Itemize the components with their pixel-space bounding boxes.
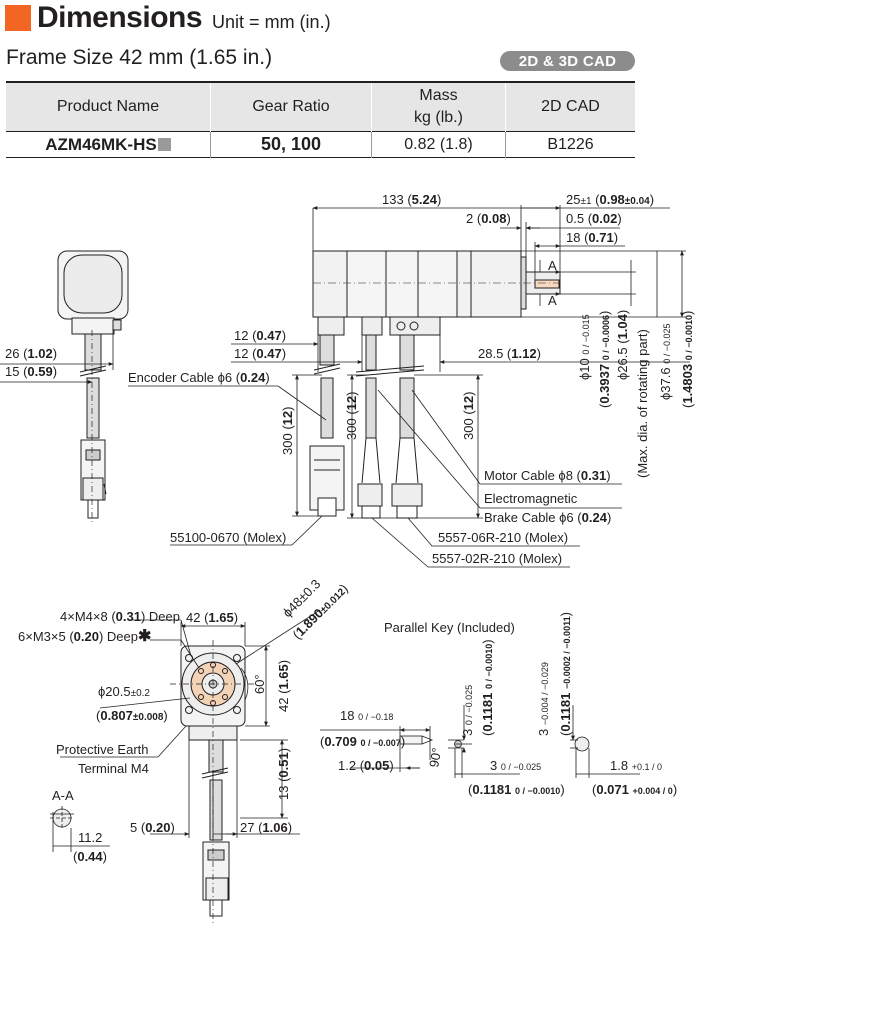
encoder-cable-label: Encoder Cable ϕ6 (0.24) [128,370,270,385]
dim-phi26-5: ϕ26.5 (1.04) [615,310,630,380]
dim-28-5: 28.5 (1.12) [478,346,541,361]
product-name: AZM46MK-HS [45,134,157,154]
max-dia-note: (Max. dia. of rotating part) [635,329,650,478]
motor-side-view [309,250,561,519]
parallel-key-title: Parallel Key (Included) [384,620,515,635]
section-title: Dimensions [37,1,203,34]
cell-gear-ratio: 50, 100 [210,131,372,158]
section-arrows [539,260,561,306]
dim-phi20-5-in: (0.807±0.008) [96,708,168,723]
brake-cable-label-1: Electromagnetic [484,491,578,506]
key-dim-3a-in: (0.1181 0 / −0.0010) [480,639,495,736]
section-mark-a-bottom: A [548,293,557,308]
dim-300-brake: 300 (12) [344,392,359,440]
key-dim-18: 18 0 / −0.18 [340,708,393,723]
key-dim-3b-in: (0.1181 −0.0002 / −0.0011) [558,612,573,736]
cell-cad[interactable]: B1226 [505,131,635,158]
key-angle-90: 90° [426,747,444,769]
connector-5557-06r: 5557-06R-210 (Molex) [438,530,568,545]
section-mark-a-top: A [548,258,557,273]
dim-25: 25±1 (0.98±0.04) [566,192,654,207]
th-2d-cad: 2D CAD [505,82,635,132]
section-a-a-view [50,806,110,852]
key-dim-1-2: 1.2 (0.05) [338,758,394,773]
protective-earth-label: Protective Earth [56,742,149,757]
th-product-name: Product Name [6,82,211,132]
dim-11-2-in: (0.44) [73,849,107,864]
front-view-dims [60,609,321,838]
table-row: AZM46MK-HS 50, 100 0.82 (1.8) B1226 [6,131,635,158]
dim-phi37-6-in: (1.4803 0 / −0.0010) [680,311,695,408]
dim-phi37-6: ϕ37.6 0 / −0.025 [658,323,673,400]
connector-55100: 55100-0670 (Molex) [170,530,286,545]
cable-leaders [128,385,622,568]
cad-download-button[interactable]: 2D & 3D CAD [500,51,635,71]
parallel-key-drawing [320,705,640,778]
dim-0-5: 0.5 (0.02) [566,211,622,226]
dim-42-height: 42 (1.65) [276,660,291,712]
motor-end-view [57,250,129,525]
unit-note: Unit = mm (in.) [212,11,331,32]
dim-26: 26 (1.02) [5,346,57,361]
key-dim-1-8-in: (0.071 +0.004 / 0) [592,782,677,797]
frame-size-heading: Frame Size 42 mm (1.65 in.) [6,46,273,69]
dim-5: 5 (0.20) [130,820,175,835]
dim-12-top: 12 (0.47) [234,328,286,343]
th-mass: Mass kg (lb.) [371,82,506,132]
dim-27: 27 (1.06) [240,820,292,835]
suffix-placeholder-box [157,137,171,151]
terminal-m4-label: Terminal M4 [78,761,149,776]
orange-square-marker [5,5,31,31]
brake-cable-label-2: Brake Cable ϕ6 (0.24) [484,510,611,525]
spec-table: Product Name Gear Ratio Mass kg (lb.) 2D … [6,81,635,158]
dim-11-2: 11.2 [78,830,102,845]
dim-15: 15 (0.59) [5,364,57,379]
tap-4xm4: 4×M4×8 (0.31) Deep [60,609,180,624]
dim-phi20-5: ϕ20.5±0.2 [98,684,150,699]
dim-2: 2 (0.08) [466,211,511,226]
section-header: Dimensions Unit = mm (in.) [5,0,331,36]
tap-6xm3: 6×M3×5 (0.20) Deep✱ [18,628,151,645]
dim-133: 133 (5.24) [382,192,441,207]
key-dim-1-8: 1.8 +0.1 / 0 [610,758,662,773]
dim-300-motor: 300 (12) [461,392,476,440]
key-dim-3c: 3 0 / −0.025 [490,758,541,773]
dim-12-bottom: 12 (0.47) [234,346,286,361]
end-view-dims [0,330,114,384]
key-dim-18-in: (0.709 0 / −0.007) [320,734,405,749]
th-mass-line1: Mass [419,87,458,104]
cell-product: AZM46MK-HS [6,132,211,158]
dim-phi10-in: (0.3937 0 / −0.0006) [597,311,612,408]
dim-13: 13 (0.51) [276,748,291,800]
dim-18: 18 (0.71) [566,230,618,245]
motor-cable-label: Motor Cable ϕ8 (0.31) [484,468,611,483]
key-dim-3a: 3 0 / −0.025 [460,685,475,736]
section-a-a-label: A-A [52,788,74,803]
side-view-dims [231,205,690,519]
gearhead-front-view [170,640,255,925]
dim-300-encoder: 300 (12) [280,407,295,455]
th-mass-line2: kg (lb.) [414,109,463,126]
connector-5557-02r: 5557-02R-210 (Molex) [432,551,562,566]
key-dim-3b: 3 −0.004 / −0.029 [536,662,551,736]
dim-42-width: 42 (1.65) [186,610,238,625]
cell-mass: 0.82 (1.8) [371,131,506,158]
angle-60: 60° [252,674,267,694]
key-dim-3c-in: (0.1181 0 / −0.0010) [468,782,565,797]
dim-phi10: ϕ10 0 / −0.015 [577,314,592,380]
th-gear-ratio: Gear Ratio [210,82,372,132]
